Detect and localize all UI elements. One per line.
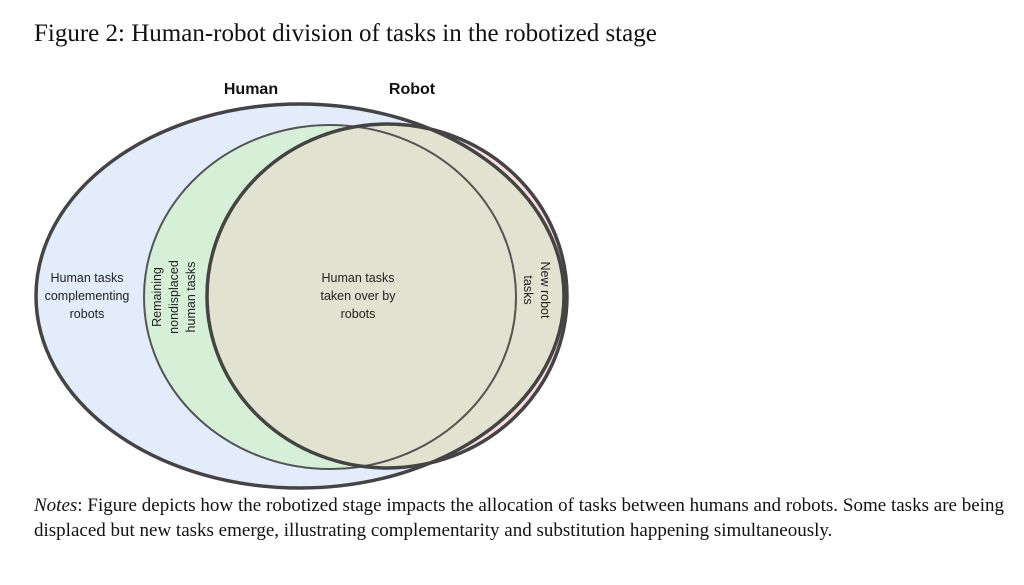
taken-over-fill	[207, 124, 564, 468]
figure-notes: Notes: Figure depicts how the robotized …	[34, 493, 1004, 543]
taken-over-line-1: Human tasks	[322, 271, 395, 285]
new-robot-line-2: tasks	[521, 275, 535, 304]
human-only-line-3: robots	[70, 307, 105, 321]
remaining-line-2: nondisplaced	[167, 260, 181, 334]
remaining-tasks-outline	[143, 124, 517, 470]
robot-set-outline	[205, 122, 569, 470]
new-robot-line-1: New robot	[538, 262, 552, 319]
notes-text: : Figure depicts how the robotized stage…	[34, 495, 1004, 541]
notes-label: Notes	[34, 495, 78, 516]
human-only-line-1: Human tasks	[51, 271, 124, 285]
taken-over-line-3: robots	[341, 307, 376, 321]
taken-over-line-2: taken over by	[320, 289, 396, 303]
human-only-line-2: complementing	[45, 289, 130, 303]
robot-set-label: Robot	[389, 81, 436, 98]
remaining-line-3: human tasks	[184, 262, 198, 333]
remaining-region-label: Remaining nondisplaced human tasks	[150, 260, 198, 334]
taken-over-region-label: Human tasks taken over by robots	[320, 271, 396, 321]
remaining-line-1: Remaining	[150, 267, 164, 327]
human-set-outline	[34, 102, 566, 490]
new-robot-region-label: New robot tasks	[521, 262, 552, 319]
human-only-region-label: Human tasks complementing robots	[45, 271, 130, 321]
human-set-label: Human	[224, 81, 278, 98]
figure-title: Figure 2: Human-robot division of tasks …	[34, 20, 657, 47]
venn-diagram: Human Robot Human tasks complementing ro…	[34, 81, 569, 490]
